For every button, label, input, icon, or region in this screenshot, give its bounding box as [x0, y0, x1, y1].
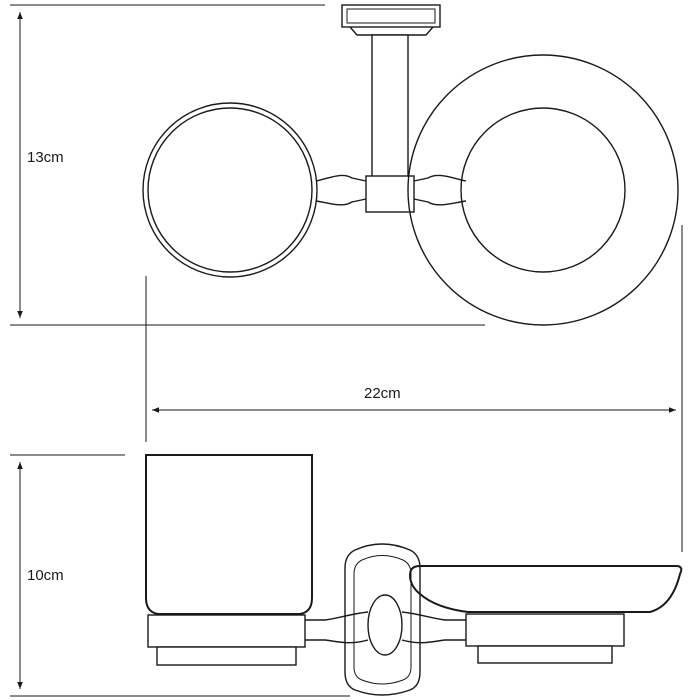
soap-dish-holder-base — [477, 645, 613, 664]
front-view — [145, 454, 683, 696]
height-label: 10cm — [27, 567, 64, 584]
soap-dish-bowl — [408, 565, 683, 613]
wall-plate-neck — [349, 26, 434, 36]
tumbler-ring-outer — [142, 102, 318, 278]
support-collar — [365, 175, 415, 213]
wall-plate — [341, 4, 441, 28]
soap-dish-inner — [460, 107, 626, 273]
left-connector — [315, 174, 367, 206]
front-left-arm — [305, 611, 369, 644]
depth-label: 13cm — [27, 149, 64, 166]
tumbler-ring-inner — [147, 107, 313, 273]
soap-dish-outer — [407, 54, 679, 326]
height-dimension: 10cm — [10, 454, 350, 697]
right-connector — [413, 174, 467, 206]
width-dimension: 22cm — [145, 225, 683, 552]
glass-tumbler — [145, 454, 313, 615]
tumbler-holder-base — [156, 646, 297, 666]
front-right-arm — [401, 611, 466, 644]
width-label: 22cm — [364, 385, 401, 402]
tumbler-holder — [147, 614, 306, 648]
soap-dish-holder — [465, 613, 625, 647]
top-view — [142, 4, 679, 326]
depth-dimension: 13cm — [10, 4, 485, 326]
center-boss — [367, 594, 403, 656]
ornamental-wall-plate-inner — [353, 555, 412, 685]
wall-plate-inner — [346, 8, 436, 24]
